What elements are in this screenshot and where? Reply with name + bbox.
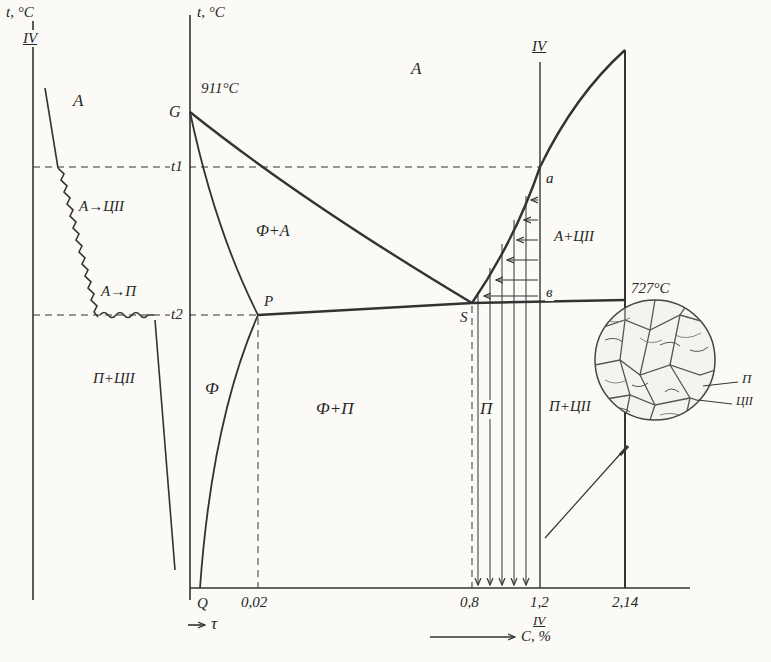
- transformation-label: А→ЦII: [78, 198, 125, 215]
- tick-label: 1,2: [529, 594, 550, 611]
- phase-label: П+ЦII: [92, 370, 136, 387]
- structure-label: ЦII: [735, 395, 754, 408]
- axis-label: τ: [210, 615, 218, 634]
- point-label: Q: [196, 595, 209, 612]
- phase-label: А: [410, 60, 422, 79]
- point-label: G: [168, 103, 182, 121]
- axis-label: C, %: [520, 628, 552, 645]
- phase-label: Ф: [204, 380, 220, 399]
- phase-label: П+ЦII: [548, 398, 592, 415]
- axis-label: t, °C: [196, 4, 226, 21]
- phase-label: Ф+П: [315, 400, 354, 419]
- axis-label: t, °C: [5, 4, 35, 21]
- alloy-number: IV: [532, 614, 546, 628]
- alloy-number: IV: [22, 30, 38, 47]
- tick-label: 0,8: [459, 594, 480, 611]
- phase-label: Ф+А: [255, 222, 290, 240]
- point-label: S: [459, 309, 469, 326]
- temperature-label: 911°C: [200, 80, 239, 97]
- temperature-label: t1: [170, 158, 184, 175]
- temperature-label: t2: [170, 306, 184, 323]
- tick-label: 2,14: [611, 594, 639, 611]
- alloy-number: IV: [531, 38, 547, 55]
- phase-label: А+ЦII: [553, 228, 595, 245]
- transformation-label: А→П: [100, 283, 137, 300]
- temperature-label: 727°C: [630, 280, 671, 297]
- phase-label: А: [72, 92, 84, 111]
- point-label: a: [545, 170, 555, 187]
- point-label: P: [263, 293, 274, 310]
- phase-label: П: [479, 400, 493, 419]
- structure-label: П: [741, 372, 752, 386]
- tick-label: 0,02: [240, 594, 268, 611]
- point-label: в: [545, 284, 554, 301]
